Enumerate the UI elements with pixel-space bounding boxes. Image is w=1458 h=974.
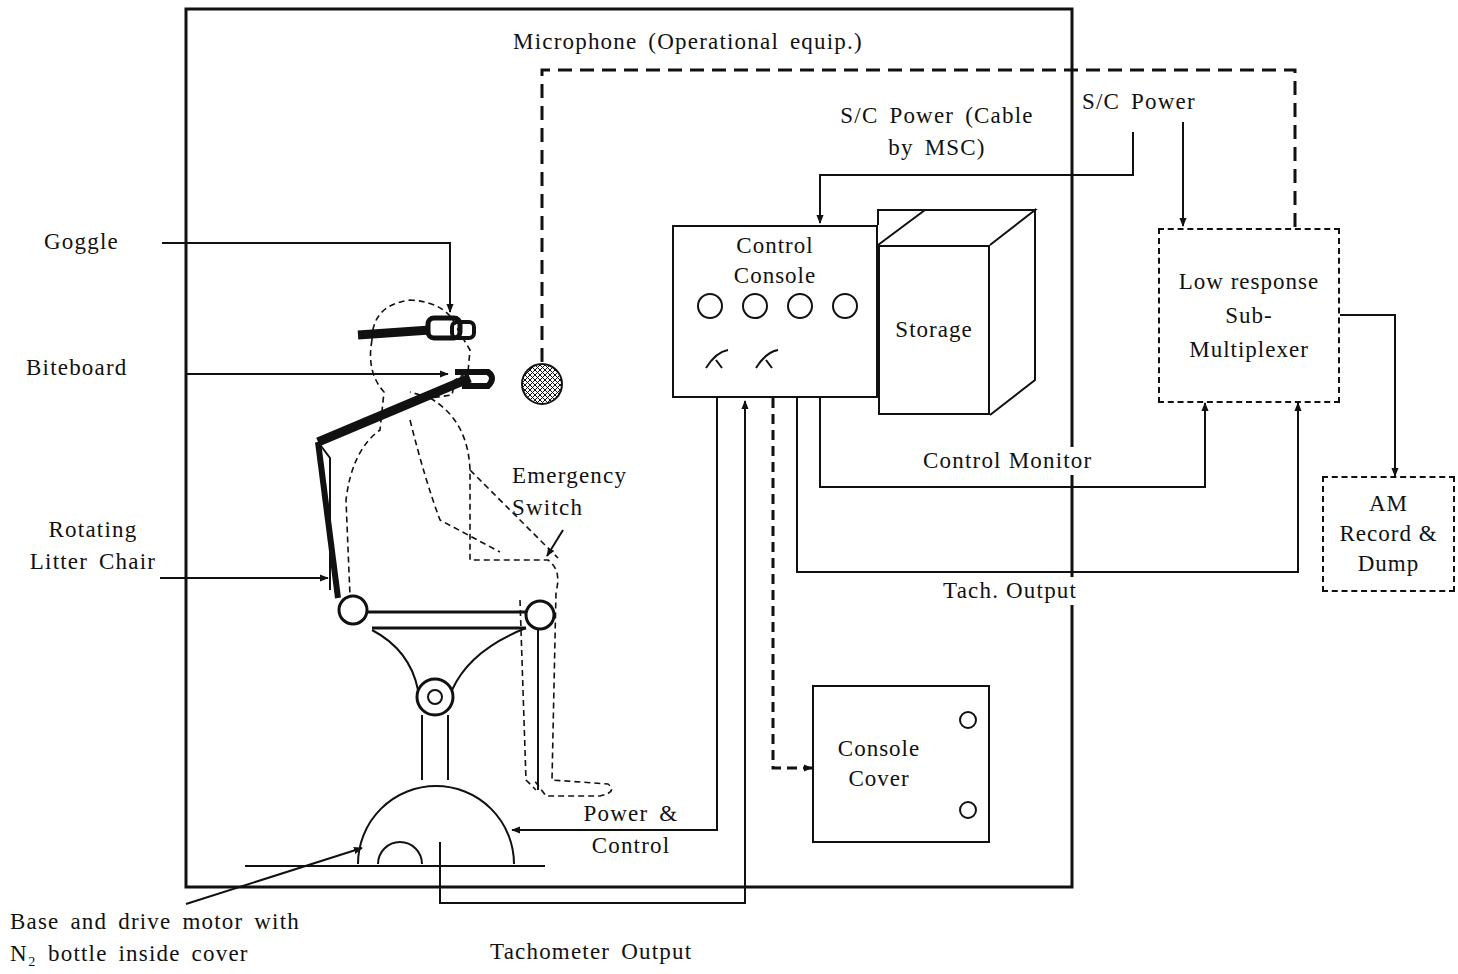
cover-knobs bbox=[960, 712, 976, 818]
part-label: Rotating Litter Chair bbox=[28, 514, 158, 578]
console-depth bbox=[878, 210, 925, 225]
signal-connector bbox=[797, 398, 1298, 572]
edge-label: Control Monitor bbox=[920, 447, 1095, 475]
node-text: AM Record & Dump bbox=[1330, 489, 1447, 579]
tachometer-wire bbox=[440, 401, 745, 903]
signal-connector bbox=[773, 398, 812, 768]
cover-box: Console Cover bbox=[812, 685, 990, 843]
rotating-chair bbox=[245, 378, 554, 866]
node-text: Low response Sub- Multiplexer bbox=[1174, 265, 1324, 367]
part-label: Base and drive motor with N₂ bottle insi… bbox=[10, 906, 315, 970]
signal-connector bbox=[1340, 315, 1395, 476]
node-text: Console Cover bbox=[814, 734, 944, 794]
power-cable bbox=[1182, 122, 1184, 226]
part-label: Emergency Switch bbox=[512, 460, 647, 524]
multiplexer-box: Low response Sub- Multiplexer bbox=[1158, 228, 1340, 403]
goggle-symbol bbox=[358, 318, 474, 338]
power-wire bbox=[512, 398, 717, 830]
recorder-box: AM Record & Dump bbox=[1322, 476, 1455, 592]
node-text: Control Console bbox=[705, 231, 845, 291]
console-dials bbox=[698, 294, 857, 368]
part-label: Biteboard bbox=[26, 352, 128, 384]
biteboard-symbol bbox=[455, 372, 492, 386]
power-label: S/C Power (Cable by MSC) bbox=[832, 100, 1042, 164]
signal-label: Tachometer Output bbox=[490, 936, 692, 968]
console-box: Control Console bbox=[672, 225, 878, 398]
edge-label: Tach. Output bbox=[940, 577, 1080, 605]
equipment-label: Microphone (Operational equip.) bbox=[513, 26, 863, 58]
storage-box: Storage bbox=[878, 245, 990, 415]
leader-line bbox=[160, 243, 563, 904]
part-label: Goggle bbox=[44, 226, 119, 258]
power-label: S/C Power bbox=[1082, 86, 1196, 118]
storage-depth bbox=[878, 210, 1035, 415]
signal-label: Power & Control bbox=[572, 798, 690, 862]
microphone-symbol bbox=[522, 364, 562, 404]
node-text: Storage bbox=[895, 315, 972, 345]
